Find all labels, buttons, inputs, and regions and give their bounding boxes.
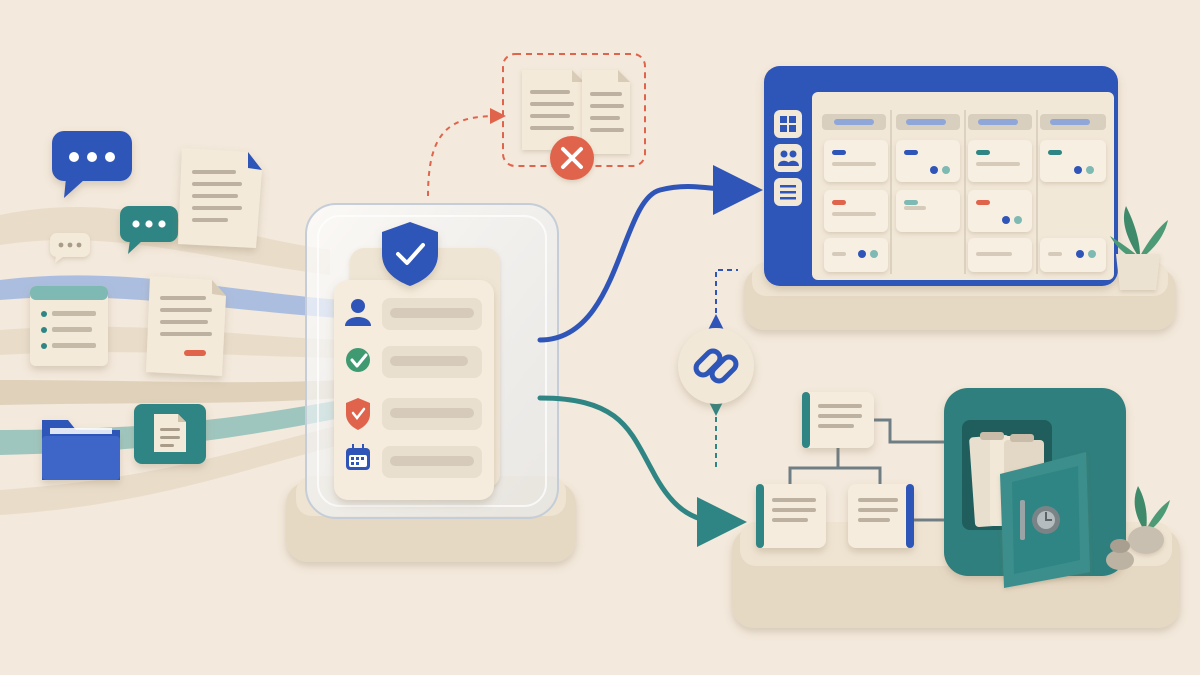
check-circle-icon — [346, 348, 370, 372]
board-card — [968, 140, 1032, 182]
duplicate-check — [427, 53, 646, 197]
board-card — [824, 190, 888, 232]
chat-bubble-icon — [120, 206, 178, 254]
board-card — [824, 140, 888, 182]
plant-decoration — [1106, 486, 1170, 570]
document-icon — [522, 70, 584, 150]
record-row — [346, 398, 482, 430]
file-icon — [134, 404, 206, 464]
hierarchy-connectors — [788, 418, 944, 522]
document-icon — [146, 276, 226, 376]
sync-link — [678, 269, 754, 470]
board-card — [896, 190, 960, 232]
safe-icon — [944, 388, 1126, 588]
record-row — [346, 346, 482, 378]
record-card-icon — [848, 484, 914, 548]
stream-ribbon — [0, 380, 340, 405]
board-card — [896, 140, 960, 182]
board-headers — [822, 114, 1106, 130]
record-row — [346, 444, 482, 478]
record-card — [334, 280, 494, 500]
validation-hub — [286, 203, 576, 562]
shield-icon — [346, 398, 370, 430]
grid-icon — [774, 110, 802, 138]
archive-panel — [732, 388, 1180, 628]
user-icon — [345, 299, 371, 326]
flow-arrow-to-dashboard — [537, 164, 763, 343]
plant-decoration — [1110, 206, 1168, 290]
record-card-icon — [802, 392, 874, 448]
list-icon — [774, 178, 802, 206]
document-icon — [178, 148, 262, 248]
chat-bubble-icon — [50, 233, 90, 263]
link-line-up — [708, 269, 738, 330]
folder-icon — [42, 420, 120, 480]
calendar-icon — [346, 444, 370, 470]
source-items — [30, 131, 262, 480]
reject-flow-arrow — [427, 108, 506, 197]
flow-arrow-to-archive — [537, 395, 747, 547]
board-card — [824, 238, 888, 272]
dashboard-panel — [744, 66, 1176, 330]
board-card — [1040, 238, 1106, 272]
board-card — [968, 238, 1032, 272]
board-card — [968, 190, 1032, 232]
record-row — [345, 298, 482, 330]
chat-bubble-icon — [52, 131, 132, 198]
users-icon — [774, 144, 802, 172]
link-icon — [678, 328, 754, 404]
document-icon — [582, 70, 630, 154]
checklist-icon — [30, 286, 108, 366]
shield-check-icon — [382, 222, 438, 286]
close-icon — [550, 136, 594, 180]
stream-ribbon — [0, 425, 340, 515]
record-card-icon — [756, 484, 826, 548]
board-card — [1040, 140, 1106, 182]
